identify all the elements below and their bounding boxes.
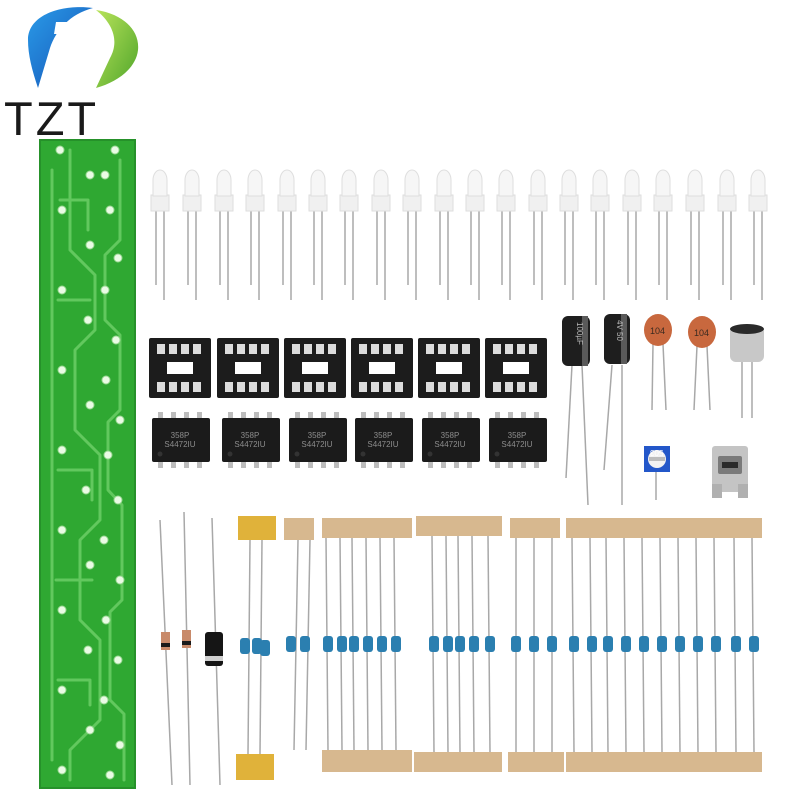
diode bbox=[182, 511, 191, 786]
electrolytic-capacitor bbox=[562, 316, 590, 506]
electrolytic-capacitor-label: 4V 50 bbox=[615, 320, 624, 341]
ic-chip bbox=[289, 412, 347, 468]
led bbox=[528, 169, 548, 300]
led bbox=[339, 169, 359, 300]
ic-socket bbox=[217, 338, 279, 398]
pcb-pads bbox=[55, 145, 125, 780]
led bbox=[277, 169, 297, 300]
ic-chip-row bbox=[152, 412, 547, 468]
ceramic-capacitor-label: 104 bbox=[694, 328, 710, 338]
ic-socket bbox=[485, 338, 547, 398]
tzt-logo-mark bbox=[28, 7, 139, 88]
logo-text: TZT bbox=[4, 92, 100, 145]
led bbox=[622, 169, 642, 300]
led bbox=[308, 169, 328, 300]
ic-socket bbox=[284, 338, 346, 398]
led bbox=[748, 169, 768, 300]
led bbox=[182, 169, 202, 300]
electrolytic-capacitor bbox=[603, 314, 630, 505]
electrolytic-capacitor-label: 100µF bbox=[575, 322, 584, 345]
led bbox=[496, 169, 516, 300]
logo-swoosh-blue bbox=[28, 7, 93, 88]
led bbox=[685, 169, 705, 300]
ceramic-capacitor bbox=[644, 314, 672, 411]
led-row bbox=[150, 169, 768, 300]
ic-socket-row bbox=[149, 338, 547, 398]
logo-white-t bbox=[54, 22, 104, 84]
led bbox=[590, 169, 610, 300]
led bbox=[371, 169, 391, 300]
logo-swoosh-green bbox=[96, 10, 139, 88]
ceramic-capacitor-label: 104 bbox=[650, 326, 666, 336]
microphone bbox=[730, 324, 764, 418]
diode bbox=[159, 519, 173, 786]
ic-chip bbox=[355, 412, 413, 468]
ic-chip bbox=[489, 412, 547, 468]
led bbox=[559, 169, 579, 300]
pcb-board bbox=[39, 139, 136, 789]
ic-socket bbox=[351, 338, 413, 398]
usb-connector bbox=[712, 446, 748, 498]
ic-socket bbox=[418, 338, 480, 398]
led bbox=[465, 169, 485, 300]
potentiometer bbox=[644, 446, 670, 500]
led bbox=[214, 169, 234, 300]
ceramic-capacitor bbox=[688, 316, 716, 411]
resistor-bodies bbox=[240, 636, 759, 656]
pcb-traces bbox=[50, 148, 126, 782]
ic-chip bbox=[222, 412, 280, 468]
diode bbox=[205, 517, 223, 786]
led bbox=[150, 169, 170, 300]
led bbox=[245, 169, 265, 300]
potentiometer-label: 503 bbox=[650, 448, 664, 457]
ic-chip bbox=[152, 412, 210, 468]
led bbox=[717, 169, 737, 300]
ic-chip bbox=[422, 412, 480, 468]
led bbox=[434, 169, 454, 300]
resistor-tape bbox=[284, 516, 762, 772]
led bbox=[402, 169, 422, 300]
led bbox=[653, 169, 673, 300]
ic-socket bbox=[149, 338, 211, 398]
